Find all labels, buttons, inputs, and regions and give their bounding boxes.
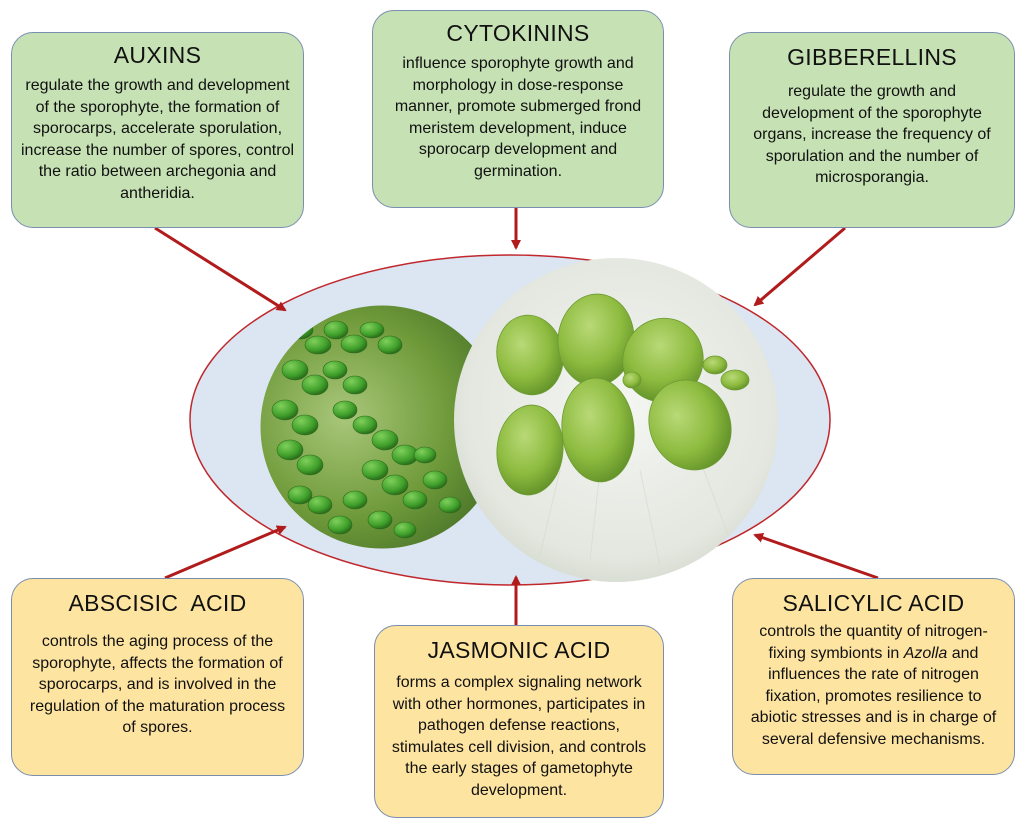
jasmonic-acid-title: JASMONIC ACID xyxy=(375,636,663,664)
salicylic-acid-box: SALICYLIC ACID controls the quantity of … xyxy=(732,578,1015,775)
auxins-box: AUXINS regulate the growth and developme… xyxy=(11,32,304,228)
salicylic-acid-text: controls the quantity of nitrogen-fixing… xyxy=(745,621,1002,750)
arrow-abscisic-acid xyxy=(165,527,285,578)
cytokinins-box: CYTOKININS influence sporophyte growth a… xyxy=(372,10,664,208)
jasmonic-acid-box: JASMONIC ACID forms a complex signaling … xyxy=(374,625,664,818)
gibberellins-title: GIBBERELLINS xyxy=(730,43,1014,71)
arrow-gibberellins xyxy=(755,228,845,305)
abscisic-acid-box: ABSCISIC ACID controls the aging process… xyxy=(11,578,304,776)
arrow-salicylic-acid xyxy=(755,535,878,578)
auxins-title: AUXINS xyxy=(12,41,303,69)
arrow-auxins xyxy=(155,228,285,310)
cytokinins-title: CYTOKININS xyxy=(373,19,663,47)
salicylic-text-italic: Azolla xyxy=(904,645,948,662)
salicylic-acid-title: SALICYLIC ACID xyxy=(733,589,1014,617)
jasmonic-acid-text: forms a complex signaling network with o… xyxy=(387,672,651,801)
auxins-text: regulate the growth and development of t… xyxy=(20,75,295,204)
abscisic-acid-title: ABSCISIC ACID xyxy=(12,589,303,617)
gibberellins-text: regulate the growth and development of t… xyxy=(742,81,1002,189)
gibberellins-box: GIBBERELLINS regulate the growth and dev… xyxy=(729,32,1015,228)
cytokinins-text: influence sporophyte growth and morpholo… xyxy=(385,53,651,182)
abscisic-acid-text: controls the aging process of the sporop… xyxy=(24,631,291,739)
